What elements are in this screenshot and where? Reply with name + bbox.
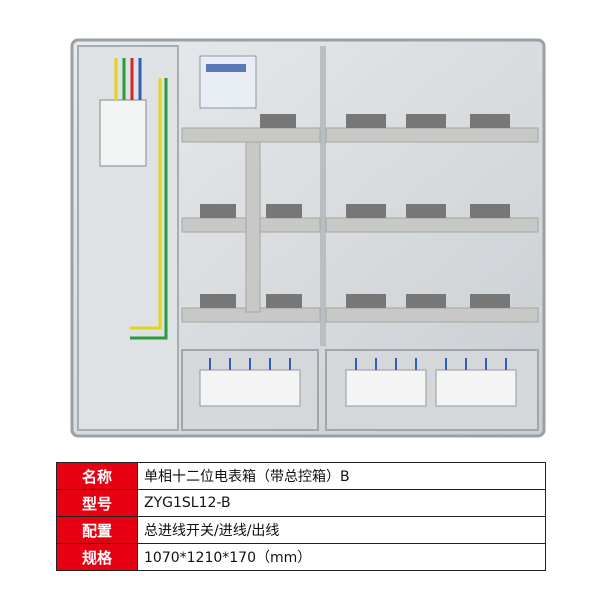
spec-row-config: 配置 总进线开关/进线/出线 [56, 516, 546, 544]
spec-value: ZYG1SL12-B [137, 489, 546, 517]
spec-label: 配置 [56, 516, 138, 544]
spec-value: 总进线开关/进线/出线 [137, 516, 546, 544]
spec-value: 1070*1210*170（mm） [137, 543, 546, 571]
meter-box-photo [70, 38, 546, 438]
spec-value: 单相十二位电表箱（带总控箱）B [137, 462, 546, 490]
spec-label: 型号 [56, 489, 138, 517]
spec-row-size: 规格 1070*1210*170（mm） [56, 543, 546, 571]
spec-row-model: 型号 ZYG1SL12-B [56, 489, 546, 517]
spec-label: 名称 [56, 462, 138, 490]
main-breaker [99, 99, 147, 167]
spec-table: 名称 单相十二位电表箱（带总控箱）B 型号 ZYG1SL12-B 配置 总进线开… [56, 462, 546, 571]
spec-row-name: 名称 单相十二位电表箱（带总控箱）B [56, 462, 546, 490]
spec-label: 规格 [56, 543, 138, 571]
meter-small [199, 55, 257, 109]
